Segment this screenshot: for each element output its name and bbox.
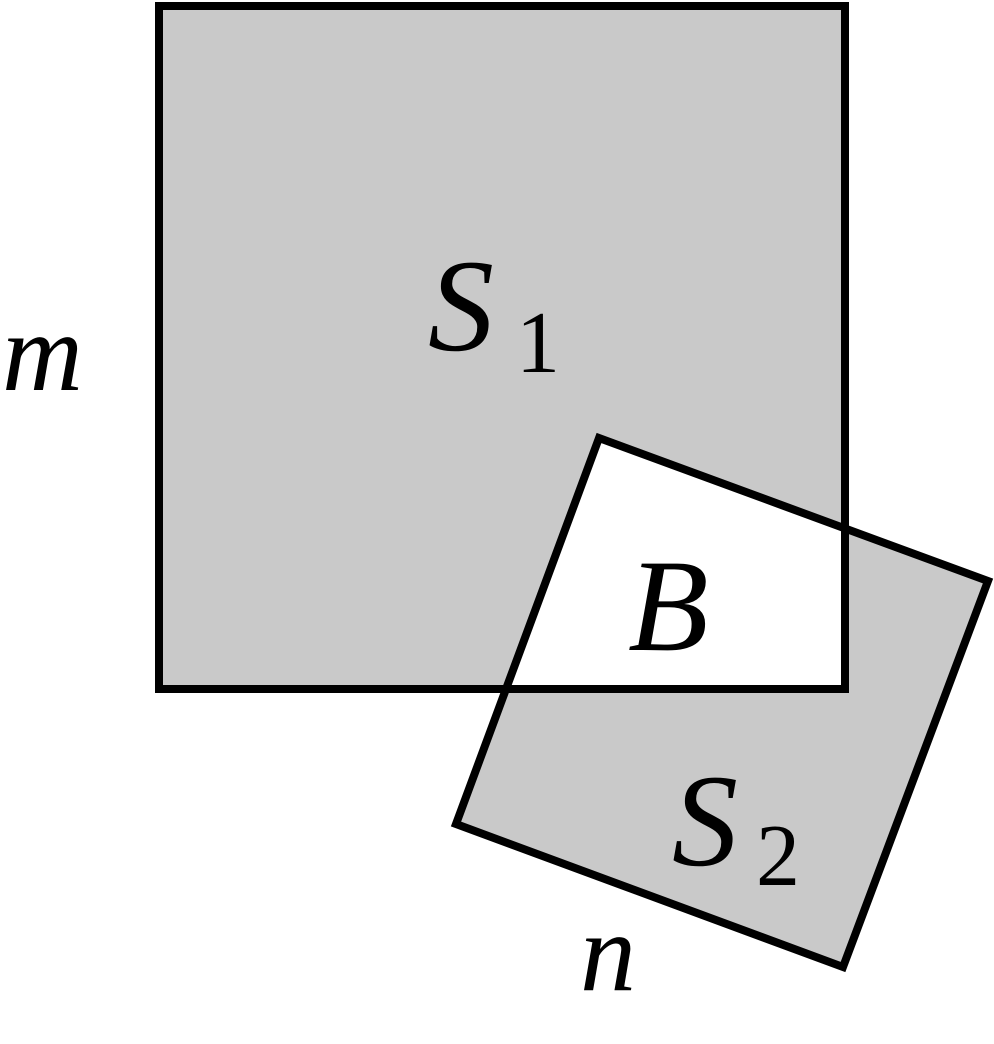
label-region-s1: S (428, 232, 494, 379)
label-region-s2: S (672, 747, 738, 894)
label-region-s2-subscript: 2 (756, 808, 800, 905)
label-side-m: m (2, 291, 83, 415)
square-s2-outline (450, 432, 994, 973)
label-region-b: B (628, 532, 709, 679)
label-region-s1-subscript: 1 (516, 295, 560, 392)
label-side-n: n (580, 891, 636, 1015)
